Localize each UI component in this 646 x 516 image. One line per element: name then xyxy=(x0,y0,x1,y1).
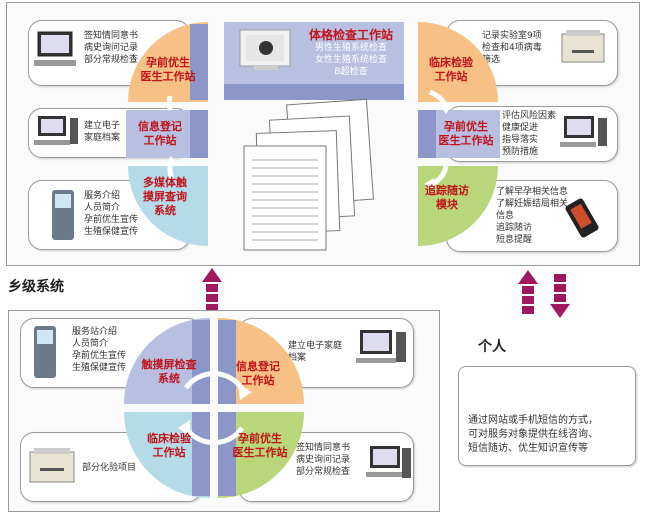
top-right-card-2-text: 评估风险因素 健康促进 指导落实 预防措施 xyxy=(502,111,557,157)
top-right-arrowhead-2 xyxy=(424,178,434,190)
bottom-title-tl: 触摸屏检查 系统 xyxy=(141,358,197,385)
bottom-card-bl-text: 部分化验项目 xyxy=(82,463,137,473)
top-right-station-3-title: 追踪随访 模块 xyxy=(425,184,469,211)
bottom-slate-bar-tl xyxy=(192,320,210,404)
up-arrow-right xyxy=(518,270,538,314)
bottom-card-tl-text: 服务站介绍 人员简介 孕前优生宣传 生殖保健宣传 xyxy=(72,327,127,373)
individual-label: 个人 xyxy=(478,339,506,355)
top-right-card-1-text: 记录实验室9项 检查和4项病毒 筛选 xyxy=(482,31,542,65)
township-system-label: 乡级系统 xyxy=(8,279,64,295)
top-left-station-3-title: 多媒体触 摸屏查询 系统 xyxy=(143,176,187,217)
bottom-title-bl: 临床检验 工作站 xyxy=(147,432,191,459)
computer-icon xyxy=(34,116,78,145)
top-right-green-quadrant xyxy=(418,166,498,246)
top-left-orange-quadrant xyxy=(128,22,208,102)
bottom-slate-bar-br xyxy=(218,412,236,496)
top-left-station-2-title: 信息登记 工作站 xyxy=(138,120,182,147)
document-lines xyxy=(252,159,318,241)
top-left-slate-bar-2 xyxy=(190,110,208,158)
printer-icon xyxy=(29,448,75,483)
middle-arrows xyxy=(202,268,570,318)
top-left-card-3-text: 服务介绍 人员简介 孕前优生宣传 生殖保健宣传 xyxy=(84,191,139,237)
computer-icon xyxy=(560,116,607,147)
phone-icon xyxy=(565,198,599,238)
top-right-arrowhead xyxy=(440,104,452,114)
bottom-card-tr-text: 建立电子家庭 档案 xyxy=(288,341,343,363)
top-left-card-2-text: 建立电子 家庭档案 xyxy=(84,121,121,143)
bottom-slate-bar-tr xyxy=(218,320,236,404)
computer-icon xyxy=(366,446,411,478)
individual-box xyxy=(458,366,636,466)
computer-icon xyxy=(356,330,406,363)
top-left-curve-arrow xyxy=(166,95,173,111)
center-monitor-icon xyxy=(239,29,291,70)
center-station-lines: 男性生殖系统检查 女性生殖系统检查 B超检查 xyxy=(314,43,387,77)
bottom-cycle-arrowhead xyxy=(238,384,252,400)
top-diagram-graphics xyxy=(34,22,607,251)
top-left-slate-bar xyxy=(190,24,208,100)
top-left-card-1-text: 签知情同意书 病史询问记录 部分常规检查 xyxy=(84,31,139,65)
center-station-bar xyxy=(224,84,404,100)
center-station-title: 体格检查工作站 xyxy=(308,28,393,42)
top-right-card-3-text: 了解早孕相关信息 了解妊娠结局相关 信息 追踪随访 短息提醒 xyxy=(496,187,569,245)
kiosk-icon xyxy=(52,190,74,240)
individual-box-text: 通过网站或手机短信的方式， 可对服务对象提供在线咨询、 短信随访、优生知识宣传等 xyxy=(468,415,598,454)
top-left-lightblue-quadrant xyxy=(128,166,208,246)
kiosk-icon xyxy=(34,326,56,378)
top-left-curve-arrow-2 xyxy=(167,165,175,181)
computer-icon xyxy=(34,31,76,66)
top-right-slate-bar xyxy=(418,110,436,158)
bottom-card-br-text: 签知情同意书 病史询问记录 部分常规检查 xyxy=(296,443,351,477)
top-right-orange-quadrant xyxy=(418,22,498,102)
up-arrow-center xyxy=(202,268,222,312)
down-arrow-right xyxy=(550,274,570,318)
bottom-title-br: 孕前优生 医生工作站 xyxy=(232,432,288,459)
top-left-arrowhead xyxy=(164,156,178,166)
bottom-cycle-arrow-2 xyxy=(183,426,245,446)
bottom-cycle-arrowhead-2 xyxy=(178,420,190,436)
printer-icon xyxy=(561,30,605,63)
top-right-station-2-title: 孕前优生 医生工作站 xyxy=(438,120,494,147)
bottom-title-tr: 信息登记 工作站 xyxy=(236,360,280,387)
bottom-slate-bar-bl xyxy=(192,412,210,496)
top-right-station-1-title: 临床检验 工作站 xyxy=(429,56,473,83)
top-left-station-1-title: 孕前优生 医生工作站 xyxy=(140,56,196,83)
